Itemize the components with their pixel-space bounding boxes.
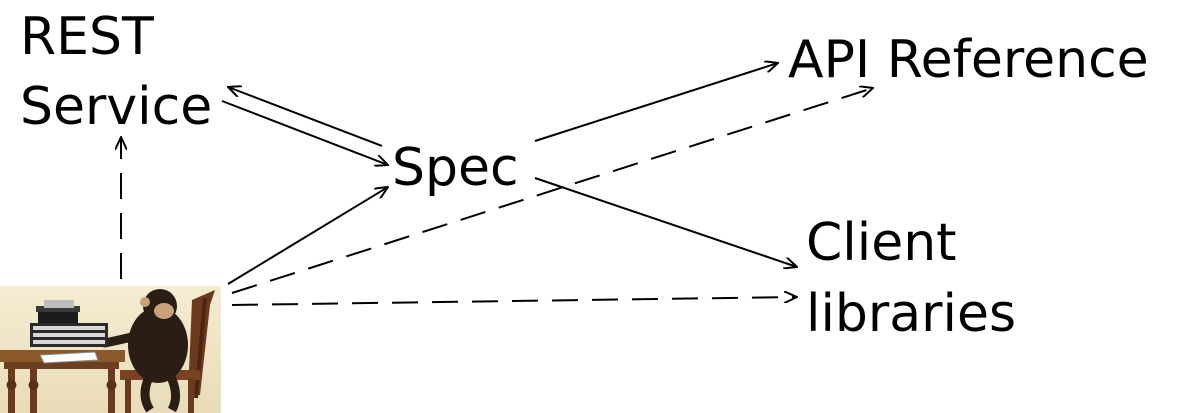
rest-service-line-1: REST	[20, 7, 154, 67]
edge-monkey-to-spec	[227, 187, 388, 285]
client-libraries-label: Client libraries	[806, 213, 1016, 344]
api-reference-label: API Reference	[788, 30, 1149, 90]
edge-monkey-to-client-libraries	[231, 297, 797, 306]
edge-spec-to-api-reference	[534, 63, 778, 142]
rest-service-label: REST Service	[20, 7, 212, 137]
client-libraries-line-2: libraries	[806, 284, 1016, 344]
edge-spec-to-rest-service	[228, 87, 383, 147]
client-libraries-line-1: Client	[806, 213, 957, 273]
edge-monkey-to-api-reference	[231, 88, 873, 294]
edge-rest-service-to-spec	[221, 100, 388, 165]
rest-service-line-2: Service	[20, 77, 212, 137]
spec-label: Spec	[392, 138, 519, 198]
monkey-typewriter-icon	[0, 286, 221, 413]
edge-spec-to-client-libraries	[534, 177, 797, 267]
